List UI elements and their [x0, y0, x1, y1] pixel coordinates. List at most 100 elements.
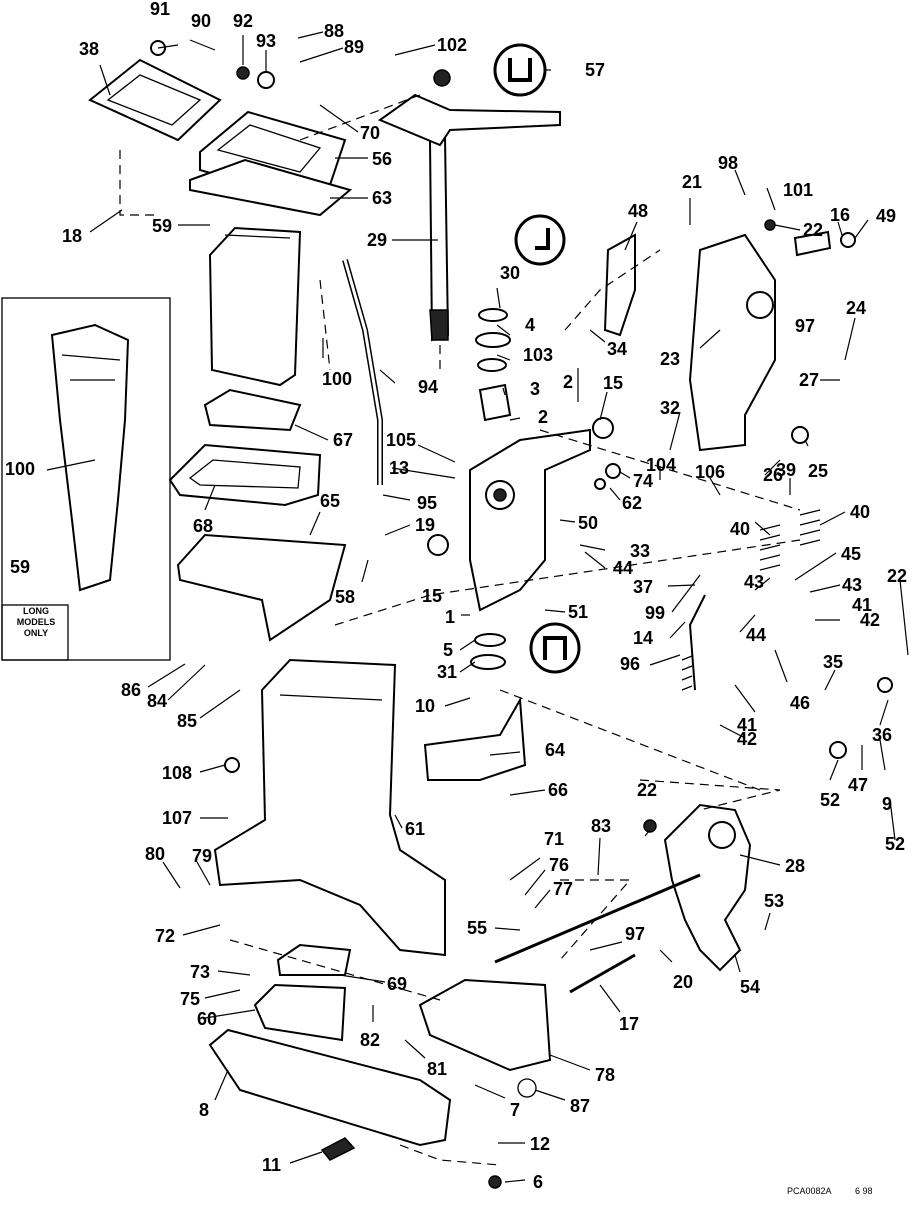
drawing-code: PCA0082A [787, 1186, 832, 1196]
stern-bracket-23 [688, 233, 776, 452]
grip-11 [320, 1137, 356, 1161]
label-17: 17 [619, 1014, 640, 1034]
long-models-only-note: LONG MODELS ONLY [6, 606, 66, 639]
label-105: 105 [386, 430, 417, 450]
label-40a: 40 [850, 502, 871, 522]
exhaust-tube [208, 226, 302, 387]
label-4: 4 [525, 315, 536, 335]
reverse-lock-rod [569, 953, 636, 994]
label-46: 46 [790, 693, 811, 713]
inset-note-frame [1, 604, 69, 661]
label-44a: 44 [613, 558, 634, 578]
label-63: 63 [372, 188, 393, 208]
label-85: 85 [177, 711, 198, 731]
label-39: 39 [776, 460, 797, 480]
label-50: 50 [578, 513, 599, 533]
label-89: 89 [344, 37, 365, 57]
plate-60 [253, 983, 347, 1042]
label-35: 35 [823, 652, 844, 672]
spring-40a [759, 524, 781, 571]
label-27: 27 [799, 370, 820, 390]
label-74: 74 [633, 471, 654, 491]
label-61: 61 [405, 819, 426, 839]
washer-74 [605, 463, 621, 479]
label-75: 75 [180, 989, 201, 1009]
label-44b: 44 [746, 625, 767, 645]
label-29: 29 [367, 230, 388, 250]
label-100-inset: 100 [5, 459, 36, 479]
j-icon [514, 214, 566, 266]
label-88: 88 [324, 21, 345, 41]
label-24: 24 [846, 298, 867, 318]
label-16: 16 [830, 205, 851, 225]
label-42a: 42 [860, 610, 881, 630]
bushing-lube [433, 69, 451, 87]
nut-93 [257, 71, 275, 89]
label-79: 79 [192, 846, 213, 866]
lower-housing-8 [208, 1028, 452, 1147]
label-84: 84 [147, 691, 168, 711]
bolt-97 [793, 230, 832, 257]
spring-96 [681, 655, 693, 691]
seal-103 [477, 358, 507, 372]
washer-25 [791, 426, 809, 444]
label-102: 102 [437, 35, 468, 55]
label-41a: 41 [852, 595, 873, 615]
leader-lines [46, 31, 909, 1183]
label-26: 26 [763, 465, 784, 485]
label-14: 14 [633, 628, 654, 648]
bearing-4 [475, 332, 511, 348]
label-65: 65 [320, 491, 341, 511]
link-rod-14 [688, 594, 706, 691]
label-10: 10 [415, 696, 436, 716]
label-73: 73 [190, 962, 211, 982]
nut-16 [840, 232, 856, 248]
label-11: 11 [262, 1155, 282, 1175]
label-94: 94 [418, 377, 439, 397]
label-1: 1 [445, 607, 456, 627]
lower-pan-78 [418, 978, 552, 1072]
label-21: 21 [682, 172, 703, 192]
label-12: 12 [530, 1134, 551, 1154]
washer-92 [236, 66, 250, 80]
inset-note-line-2: MODELS [16, 617, 56, 627]
label-90: 90 [191, 11, 212, 31]
label-51: 51 [568, 602, 589, 622]
label-5: 5 [443, 640, 454, 660]
label-3: 3 [530, 379, 541, 399]
mount-plate-65 [176, 533, 347, 642]
label-67: 67 [333, 430, 354, 450]
washer-108 [224, 757, 240, 773]
seal-5 [474, 633, 506, 647]
label-42b: 42 [737, 729, 758, 749]
label-23: 23 [660, 349, 681, 369]
label-59-inset: 59 [10, 557, 31, 577]
label-78: 78 [595, 1065, 616, 1085]
label-72: 72 [155, 926, 176, 946]
gasket-69 [276, 943, 352, 976]
gasket-67 [203, 388, 302, 432]
label-80: 80 [145, 844, 166, 864]
label-22c: 22 [637, 780, 658, 800]
label-13: 13 [389, 458, 410, 478]
label-101: 101 [783, 180, 814, 200]
label-59: 59 [152, 216, 173, 236]
label-32: 32 [660, 398, 681, 418]
label-53: 53 [764, 891, 785, 911]
washer-15b [427, 534, 449, 556]
label-19: 19 [415, 515, 436, 535]
label-87: 87 [570, 1096, 591, 1116]
label-6: 6 [533, 1172, 544, 1192]
label-107: 107 [162, 808, 193, 828]
label-45: 45 [841, 544, 862, 564]
washer-52 [829, 741, 847, 759]
label-22b: 22 [887, 566, 908, 586]
label-106: 106 [695, 462, 726, 482]
label-92: 92 [233, 11, 254, 31]
label-43a: 43 [744, 572, 765, 592]
label-36: 36 [872, 725, 893, 745]
inset-note-line-1: LONG [23, 606, 49, 616]
label-33: 33 [630, 541, 651, 561]
label-93: 93 [256, 31, 277, 51]
